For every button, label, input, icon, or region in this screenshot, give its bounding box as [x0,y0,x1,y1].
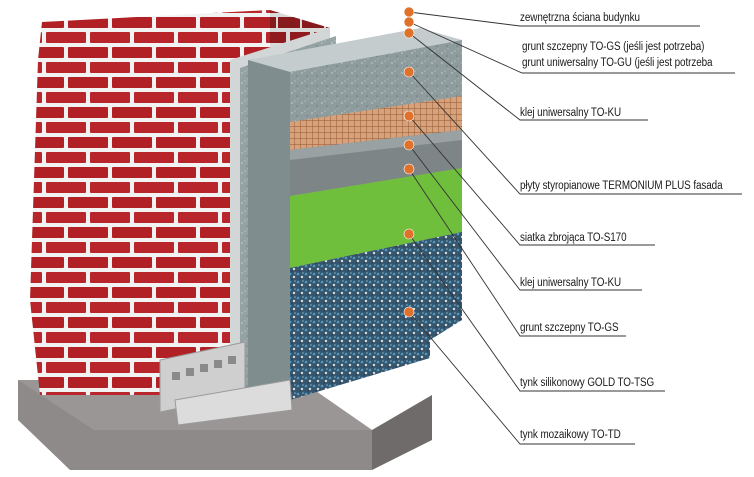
label-adhesive-2: klej uniwersalny TO-KU [520,277,622,289]
leader-line-adhesive-2 [408,144,642,291]
leader-line-wall [408,11,700,27]
mosaic-render-layer [290,232,462,400]
marker-wall [403,6,415,18]
label-adhesive-1: klej uniwersalny TO-KU [520,107,622,119]
marker-primer-1 [403,16,415,28]
leader-line-eps [408,71,742,195]
mesh-layer [290,96,462,150]
marker-eps [403,66,415,78]
label-mesh: siatka zbrojąca TO-S170 [520,232,627,244]
leader-line-primer-1 [408,21,735,74]
leader-line-mosaic [408,311,635,445]
marker-mesh [403,110,415,122]
label-primer-1-line-2: grunt uniwersalny TO-GU (jeśli jest potr… [522,57,713,69]
label-eps: płyty styropianowe TERMONIUM PLUS fasada [520,180,723,192]
leader-lines [408,11,742,445]
marker-adhesive-1 [403,27,415,39]
label-wall: zewnętrzna ściana budynku [520,12,640,24]
adhesive-2-layer [290,130,462,196]
label-primer-1-line-1: grunt szczepny TO-GS (jeśli jest potrzeb… [522,41,705,53]
marker-primer-2 [403,163,415,175]
starter-profile [159,341,293,426]
label-primer-2: grunt szczepny TO-GS [520,322,619,334]
label-mosaic: tynk mozaikowy TO-TD [520,429,621,441]
label-silicone: tynk silikonowy GOLD TO-TSG [520,377,655,389]
leader-line-silicone [408,233,665,392]
silicone-render-layer [290,168,462,268]
marker-adhesive-2 [403,139,415,151]
marker-mosaic [403,306,415,318]
leader-line-primer-2 [408,168,626,337]
marker-silicone [403,228,415,240]
leader-line-mesh [408,115,655,246]
leader-line-adhesive-1 [408,32,648,121]
layer-markers [403,6,415,318]
